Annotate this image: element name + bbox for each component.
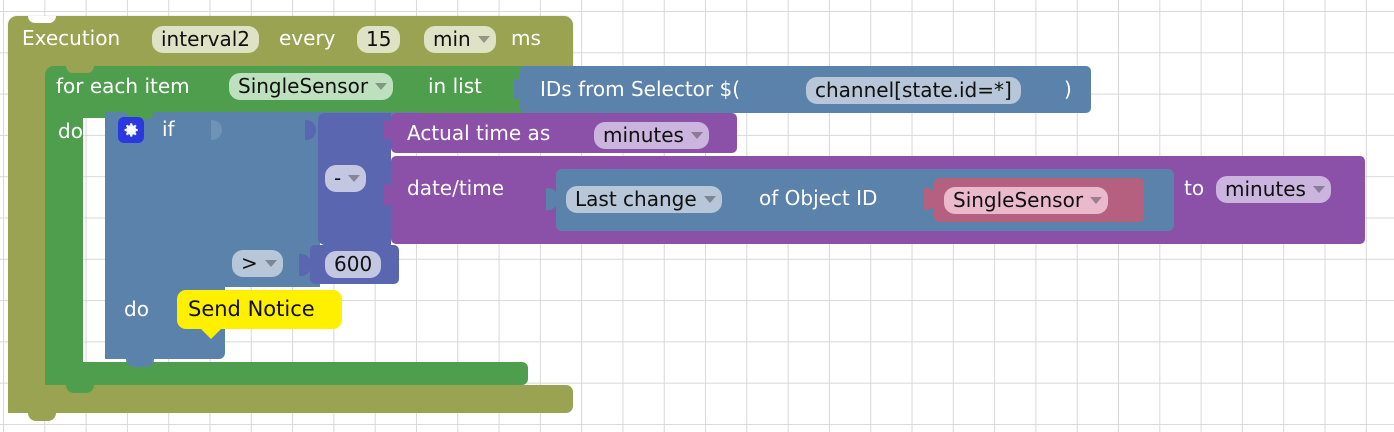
if-label: if <box>162 117 175 141</box>
execution-left-spine <box>8 60 46 400</box>
chevron-down-icon <box>264 260 277 267</box>
execution-footer <box>8 385 573 413</box>
execution-ms-label: ms <box>511 26 541 50</box>
object-property-value: Last change <box>575 187 697 211</box>
execution-top-notch <box>28 16 56 23</box>
for-each-item-dropdown[interactable]: SingleSensor <box>229 73 394 100</box>
comparison-operator-dropdown[interactable]: > <box>232 250 283 277</box>
execution-interval-field[interactable]: 15 <box>357 26 401 53</box>
object-id-dropdown[interactable]: SingleSensor <box>944 187 1109 214</box>
execution-unit-value: min <box>433 27 471 51</box>
chevron-down-icon <box>1312 186 1325 193</box>
send-notice-tail <box>198 326 224 339</box>
comparison-operator-value: > <box>241 251 258 275</box>
selector-label: IDs from Selector $( <box>540 77 741 101</box>
subtract-slot-a-socket[interactable] <box>384 120 395 140</box>
execution-name-field[interactable]: interval2 <box>152 26 259 53</box>
selector-close-paren: ) <box>1064 77 1072 101</box>
chevron-down-icon <box>703 196 716 203</box>
number-value-field[interactable]: 600 <box>325 251 382 278</box>
for-each-do-label: do <box>58 119 83 143</box>
datetime-target-unit-value: minutes <box>1225 177 1306 201</box>
datetime-to-label: to <box>1184 176 1205 200</box>
subtract-operator-dropdown[interactable]: - <box>325 165 367 192</box>
number-left-tab <box>299 254 311 276</box>
execution-label: Execution <box>22 26 121 50</box>
for-each-label: for each item <box>56 74 190 98</box>
subtract-operator-value: - <box>334 166 342 190</box>
for-each-top-notch <box>66 66 94 73</box>
object-id-socket[interactable] <box>924 188 936 210</box>
selector-pattern-field[interactable]: channel[state.id=*] <box>806 77 1021 104</box>
for-each-bottom-notch <box>66 385 94 393</box>
execution-bottom-notch <box>28 413 56 421</box>
actual-time-unit-value: minutes <box>603 123 684 147</box>
for-each-left-spine <box>45 112 83 364</box>
datetime-target-unit-dropdown[interactable]: minutes <box>1216 176 1331 203</box>
if-block-footer <box>105 337 225 359</box>
send-notice-comment[interactable] <box>177 290 342 329</box>
selector-socket-tab <box>514 79 525 99</box>
if-bottom-notch <box>126 359 154 367</box>
object-id-value: SingleSensor <box>953 188 1084 212</box>
datetime-value-socket[interactable] <box>546 188 558 210</box>
if-top-notch <box>126 112 154 119</box>
object-property-dropdown[interactable]: Last change <box>566 186 722 213</box>
actual-time-unit-dropdown[interactable]: minutes <box>594 122 709 149</box>
for-each-item-value: SingleSensor <box>238 74 369 98</box>
gear-icon[interactable] <box>118 117 144 143</box>
if-do-label: do <box>124 297 149 321</box>
comparison-left-socket[interactable] <box>305 120 316 140</box>
execution-every-label: every <box>279 26 336 50</box>
chevron-down-icon <box>1090 197 1103 204</box>
subtract-slot-b-socket[interactable] <box>384 184 395 206</box>
of-object-id-label: of Object ID <box>759 186 878 210</box>
chevron-down-icon <box>690 132 703 139</box>
for-each-in-list-label: in list <box>428 74 482 98</box>
chevron-down-icon <box>348 175 361 182</box>
execution-unit-dropdown[interactable]: min <box>424 26 496 53</box>
actual-time-label: Actual time as <box>407 121 551 145</box>
send-notice-text: Send Notice <box>188 297 315 321</box>
chevron-down-icon <box>375 83 388 90</box>
if-condition-socket[interactable] <box>211 120 222 140</box>
chevron-down-icon <box>477 36 490 43</box>
datetime-label: date/time <box>407 176 505 200</box>
for-each-footer <box>45 362 528 385</box>
